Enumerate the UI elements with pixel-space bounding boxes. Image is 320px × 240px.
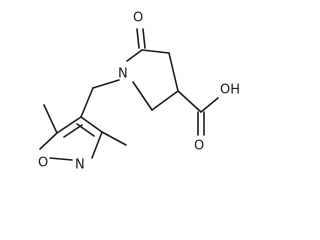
bond-c5-c4-inner — [63, 124, 83, 138]
molecule-structure: O N N O O OH — [38, 11, 240, 173]
bond-methyl-c3 — [101, 131, 127, 146]
bond-n-c5 — [126, 49, 143, 62]
bond-ketone-2 — [142, 28, 146, 49]
acid-carbonyl-oxygen-label: O — [194, 139, 204, 154]
lactam-nitrogen-label: N — [118, 67, 128, 82]
bond-ch2-n — [92, 79, 120, 89]
bond-c2-n — [132, 81, 153, 111]
bond-c5-c4 — [141, 49, 170, 54]
ring-oxygen-label: O — [38, 156, 48, 171]
ring-nitrogen-label: N — [75, 158, 85, 173]
bond-c5-c4 — [56, 116, 82, 134]
bond-o-c5 — [39, 132, 58, 150]
bond-c-oh — [200, 97, 219, 113]
acid-hydroxyl-label: OH — [220, 83, 240, 98]
bond-c3-c2 — [151, 90, 179, 111]
bond-c4-ch2 — [80, 87, 94, 118]
pyrrolidinone-ring — [126, 49, 179, 111]
isoxazole-ring — [39, 116, 103, 161]
bond-c4-c3 — [168, 52, 179, 92]
bond-methyl-c5 — [43, 104, 58, 134]
bond-c3-n — [91, 131, 103, 159]
ketone-oxygen-label: O — [133, 11, 143, 26]
bond-ketone-1 — [136, 28, 140, 49]
bond-c3-cooh — [177, 90, 202, 113]
bond-c4-c3 — [80, 116, 103, 133]
bond-n-o — [49, 157, 73, 161]
